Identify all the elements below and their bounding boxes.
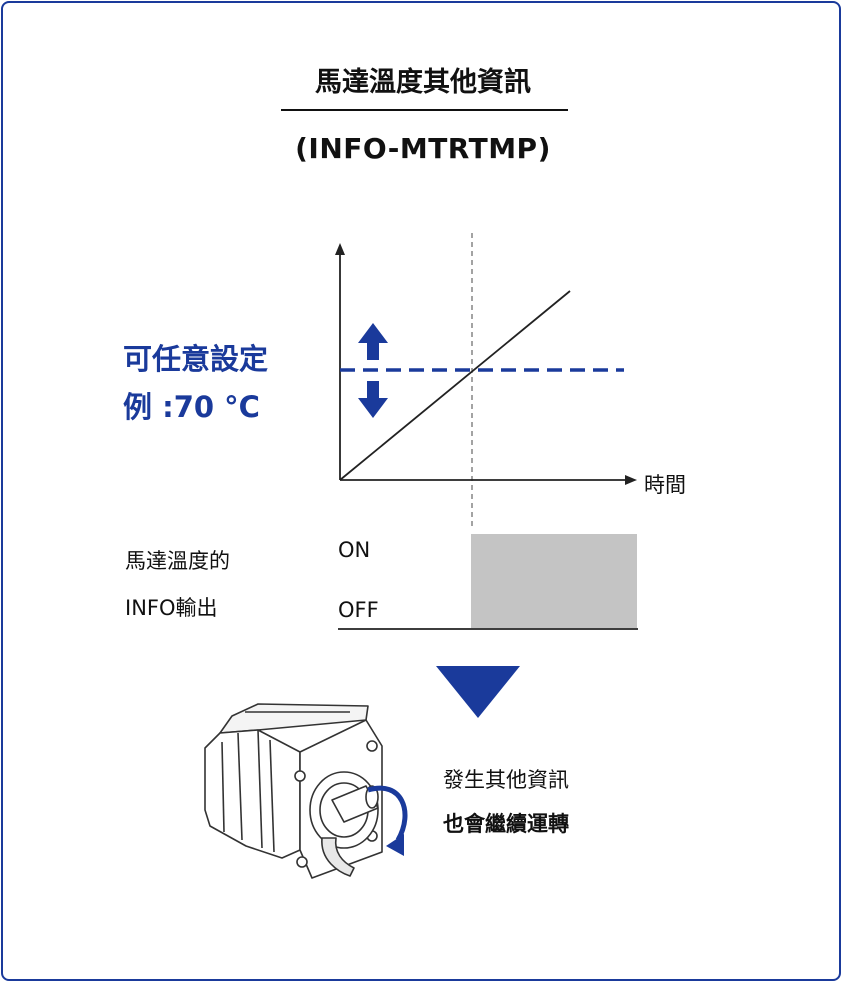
x-axis-label: 時間 [644, 473, 686, 497]
page-subtitle: (INFO-MTRTMP) [295, 132, 551, 165]
result-line1: 發生其他資訊 [443, 768, 569, 792]
arrow-up-icon [358, 323, 388, 360]
result-arrow-icon [436, 666, 520, 718]
page-title: 馬達溫度其他資訊 [315, 67, 531, 98]
arrow-down-icon [358, 381, 388, 418]
x-axis-arrowhead [625, 475, 637, 485]
info-output-on-block [471, 534, 637, 628]
on-state-label: ON [338, 538, 371, 562]
output-label-line2: INFO輸出 [125, 596, 218, 620]
temperature-rise-line [339, 290, 571, 481]
motor-icon [204, 703, 383, 879]
title-divider [281, 109, 568, 111]
rotation-arrow-icon [367, 785, 408, 842]
output-label-line1: 馬達溫度的 [125, 549, 230, 573]
rotation-arrowhead [386, 834, 404, 856]
result-line2: 也會繼續運轉 [443, 812, 569, 836]
example-threshold-label: 例 :70 °C [123, 390, 260, 424]
adjustable-setting-label: 可任意設定 [123, 342, 269, 376]
y-axis-arrowhead [335, 243, 345, 255]
off-state-label: OFF [338, 598, 379, 622]
